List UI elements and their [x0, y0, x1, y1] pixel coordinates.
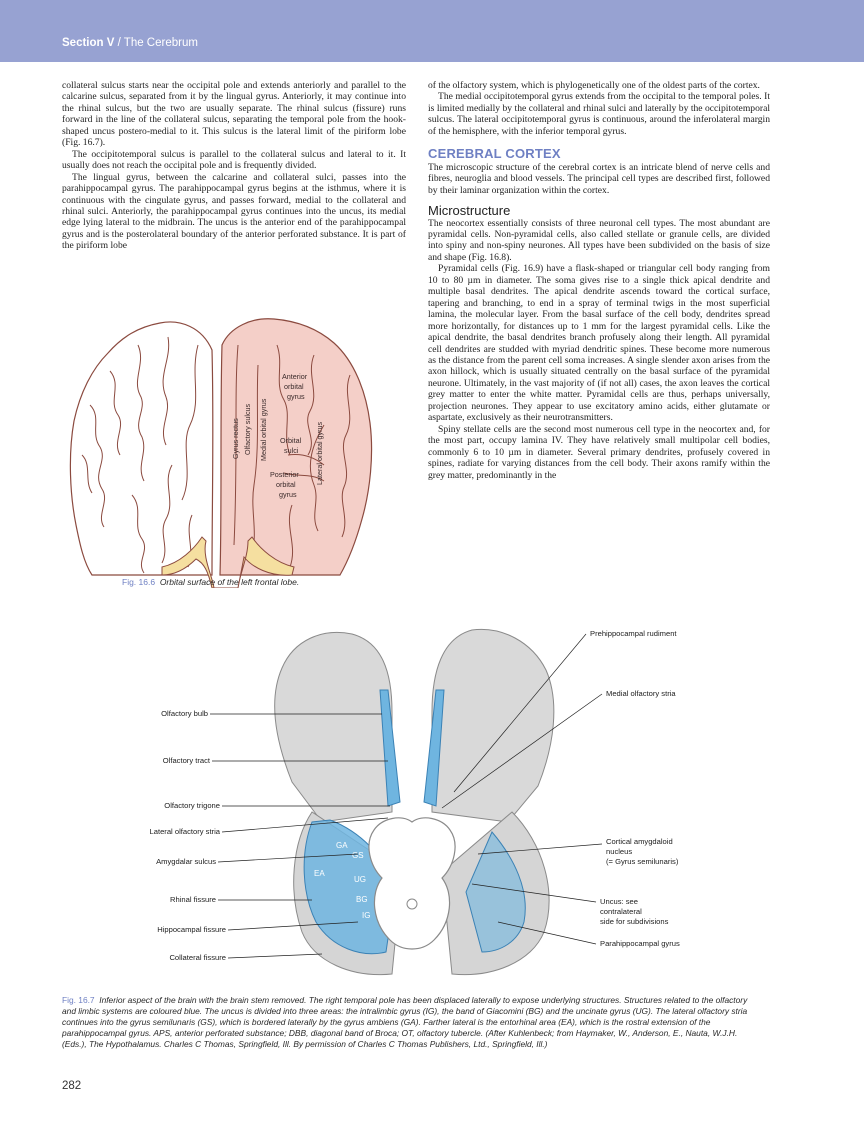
label-uncus-3: side for subdivisions: [600, 917, 669, 926]
label-posterior-orbital-gyrus-2: orbital: [276, 480, 296, 489]
figure-inferior-brain: GA GS EA UG BG IG Olfactory bulb Olfacto…: [150, 628, 680, 976]
left-frontal-lobe: [219, 318, 373, 576]
left-labels: Olfactory bulb Olfactory tract Olfactory…: [150, 709, 226, 962]
label-parahippocampal-gyrus: Parahippocampal gyrus: [600, 939, 680, 948]
olfactory-tracts: [379, 689, 445, 807]
label-posterior-orbital-gyrus-1: Posterior: [270, 470, 299, 479]
paragraph: of the olfactory system, which is phylog…: [428, 80, 760, 91]
label-medial-olfactory-stria: Medial olfactory stria: [606, 689, 676, 698]
right-labels: Prehippocampal rudiment Medial olfactory…: [590, 629, 680, 948]
brain-midbrain-section: [368, 817, 456, 950]
label-lateral-olfactory-stria: Lateral olfactory stria: [150, 827, 221, 836]
label-amygdalar-sulcus: Amygdalar sulcus: [156, 857, 216, 866]
label-olfactory-tract: Olfactory tract: [163, 756, 211, 765]
figure-labels: Gyrus rectus Olfactory sulcus Medial orb…: [231, 372, 324, 499]
figure-16-6-caption: Fig. 16.6 Orbital surface of the left fr…: [122, 577, 299, 587]
label-orbital-sulci-2: sulci: [284, 446, 299, 455]
paragraph: The neocortex essentially consists of th…: [428, 217, 770, 263]
paragraph: Spiny stellate cells are the second most…: [428, 423, 770, 481]
section-number: Section V: [62, 37, 115, 49]
right-hemisphere-outline: [69, 321, 214, 576]
label-lateral-orbital-gyrus: Lateral orbital gyrus: [315, 421, 324, 485]
section-header-bar: Section V / The Cerebrum: [0, 0, 864, 62]
label-olfactory-sulcus: Olfactory sulcus: [243, 403, 252, 455]
region-bg: BG: [356, 895, 368, 904]
section-title: Section V / The Cerebrum: [62, 37, 198, 49]
caption-label: Fig. 16.6: [122, 577, 156, 587]
label-anterior-orbital-gyrus-2: orbital: [284, 382, 304, 391]
label-collateral-fissure: Collateral fissure: [169, 953, 226, 962]
left-leader-lines: [210, 713, 390, 959]
region-labels: GA GS EA UG BG IG: [314, 841, 370, 920]
brain-frontal-lobes: [274, 628, 555, 823]
paragraph: The microscopic structure of the cerebra…: [428, 161, 770, 196]
right-column-text: of the olfactory system, which is phylog…: [428, 80, 770, 481]
caption-text: Inferior aspect of the brain with the br…: [62, 995, 748, 1049]
label-medial-orbital-gyrus: Medial orbital gyrus: [259, 398, 268, 461]
label-anterior-orbital-gyrus-3: gyrus: [287, 392, 305, 401]
right-leader-lines: [441, 633, 603, 945]
brain-aqueduct: [406, 898, 418, 910]
title-separator: /: [114, 37, 124, 49]
region-gs: GS: [352, 851, 364, 860]
label-uncus-1: Uncus: see: [600, 897, 638, 906]
paragraph: collateral sulcus starts near the occipi…: [62, 80, 406, 149]
label-anterior-orbital-gyrus-1: Anterior: [282, 372, 308, 381]
paragraph: The medial occipitotemporal gyrus extend…: [428, 91, 770, 137]
region-ea: EA: [314, 869, 325, 878]
label-rhinal-fissure: Rhinal fissure: [170, 895, 216, 904]
region-ig: IG: [362, 911, 370, 920]
figure-16-7-caption: Fig. 16.7 Inferior aspect of the brain w…: [62, 995, 762, 1050]
paragraph: The occipitotemporal sulcus is parallel …: [62, 148, 406, 172]
figure-orbital-surface: Gyrus rectus Olfactory sulcus Medial orb…: [69, 318, 373, 588]
label-olfactory-trigone: Olfactory trigone: [164, 801, 220, 810]
heading-cerebral-cortex: CEREBRAL CORTEX: [428, 146, 561, 162]
region-ga: GA: [336, 841, 348, 850]
right-hemisphere-gyri: [81, 336, 199, 574]
region-ug: UG: [354, 875, 366, 884]
paragraph: Pyramidal cells (Fig. 16.9) have a flask…: [428, 263, 770, 424]
label-uncus-2: contralateral: [600, 907, 642, 916]
chapter-title: The Cerebrum: [123, 37, 198, 49]
label-gyrus-rectus: Gyrus rectus: [231, 418, 240, 459]
label-cortical-amygdaloid-3: (= Gyrus semilunaris): [606, 857, 679, 866]
caption-text: Orbital surface of the left frontal lobe…: [159, 577, 300, 587]
label-prehippocampal-rudiment: Prehippocampal rudiment: [590, 629, 677, 638]
left-column-text: collateral sulcus starts near the occipi…: [62, 80, 406, 252]
label-orbital-sulci-1: Orbital: [280, 436, 302, 445]
label-posterior-orbital-gyrus-3: gyrus: [279, 490, 297, 499]
caption-label: Fig. 16.7: [62, 995, 95, 1005]
label-cortical-amygdaloid-2: nucleus: [606, 847, 632, 856]
olfactory-stem: [161, 536, 295, 588]
paragraph: The lingual gyrus, between the calcarine…: [62, 171, 406, 252]
blue-right-region: [465, 831, 526, 953]
heading-microstructure: Microstructure: [428, 203, 511, 219]
page-number: 282: [62, 1080, 82, 1092]
label-olfactory-bulb: Olfactory bulb: [161, 709, 208, 718]
label-cortical-amygdaloid-1: Cortical amygdaloid: [606, 837, 673, 846]
label-hippocampal-fissure: Hippocampal fissure: [157, 925, 226, 934]
